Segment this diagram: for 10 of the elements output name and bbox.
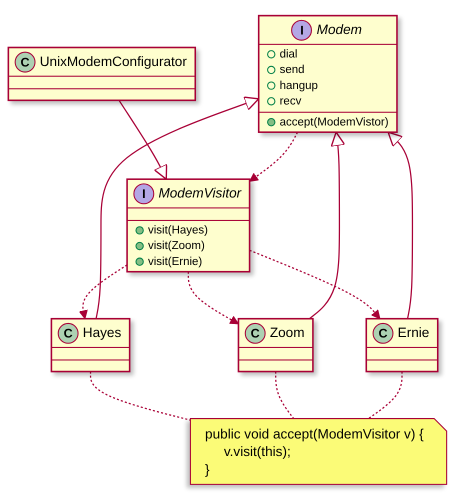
- arrow: [309, 132, 346, 320]
- connector: [367, 372, 403, 420]
- arrow: [95, 96, 260, 319]
- arrow: [249, 250, 380, 320]
- arrow: [249, 132, 298, 182]
- arrow: [118, 100, 168, 180]
- connector: [275, 372, 295, 420]
- arrow: [188, 272, 239, 324]
- arrow: [387, 132, 414, 319]
- arrow: [78, 264, 128, 320]
